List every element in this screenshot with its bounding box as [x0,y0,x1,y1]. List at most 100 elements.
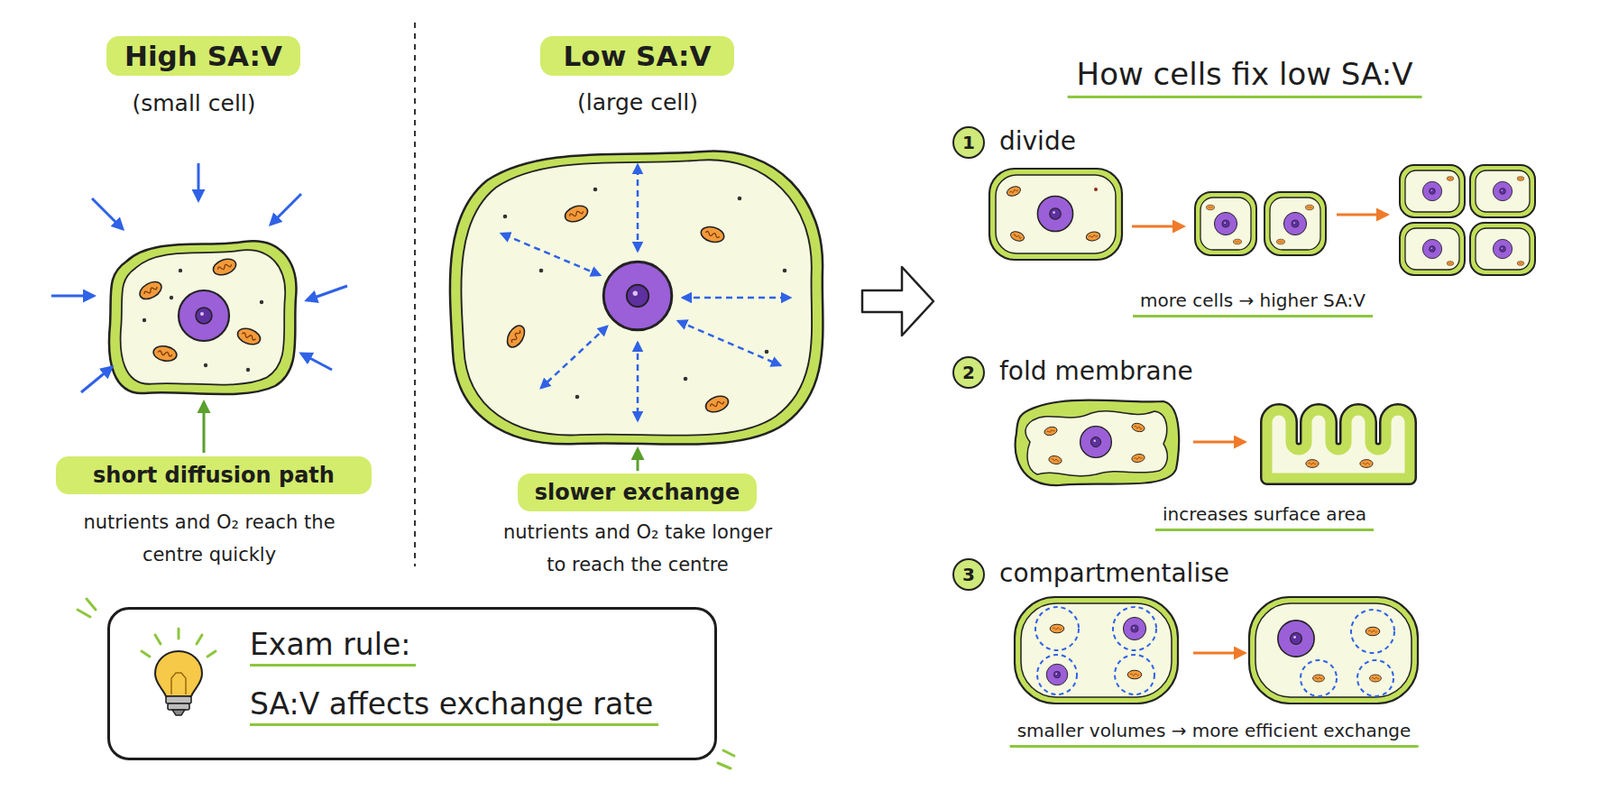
step-title: compartmentalise [999,558,1230,589]
diffusion-arrows [270,193,302,225]
diffusion-arrows [51,294,94,298]
dividing-cells [1422,239,1442,258]
dividing-cells [1264,192,1326,256]
large-cell [698,224,726,245]
slow-diffusion-arrows [636,165,640,251]
compartment-cells [1127,670,1142,680]
node-text: Exam rule: [249,625,416,667]
dividing-cells [1517,176,1525,182]
compartment-cells [1035,606,1079,651]
dividing-cells [989,165,1536,276]
large-cell [764,349,770,355]
small-cell [109,240,296,395]
lightbulb-icon [141,628,216,716]
section-heading: How cells fix low SA:V [1067,55,1423,99]
compartment-cells [1020,603,1172,698]
dividing-cells [1399,165,1465,218]
dividing-cells [1446,261,1454,267]
folded-membrane [1267,410,1410,479]
divider-line [413,22,416,567]
dividing-cells [1195,192,1257,256]
lightbulb-icon [207,651,216,657]
dividing-cells [1517,261,1525,267]
large-cell [504,322,529,351]
compartment-cells [1365,626,1380,636]
step-title: divide [999,126,1076,157]
compartment-cells [1035,606,1157,695]
large-cell [562,202,590,225]
compartment-cells [1300,609,1395,697]
node-text: 2 [962,363,975,382]
diffusion-arrows [306,285,348,301]
large-cell [460,159,812,436]
node-text: short diffusion path [92,462,335,488]
process-arrows [1336,213,1388,217]
folded-membrane [1267,410,1410,479]
dividing-cells [1269,197,1321,250]
node-text: SA:V affects exchange rate [249,685,659,727]
dividing-cells [995,174,1116,254]
slow-diffusion-arrows [501,233,600,276]
pointer-arrow [202,402,206,453]
description: nutrients and O₂ take longer to reach th… [491,515,785,581]
dividing-cells [1276,239,1285,245]
dividing-cells [1005,184,1022,198]
compartment-cells [1255,603,1412,698]
folded-membrane [1360,459,1373,469]
subtitle: (small cell) [131,90,256,117]
folding-cell [1043,425,1058,437]
slow-diffusion-arrows [678,321,781,366]
dividing-cells [1305,204,1314,211]
diffusion-arrows [51,163,348,393]
large-cell [782,268,788,274]
dividing-cells [1470,165,1536,218]
caption: increases surface area [1155,503,1374,532]
compartment-cells [1046,663,1068,686]
dividing-cells [1009,229,1026,243]
slow-diffusion-arrows [682,296,791,300]
subtitle: (large cell) [577,89,699,116]
small-cell [178,290,230,341]
dividing-cells [1475,228,1530,270]
decoration-ticks [723,750,735,756]
dividing-cells [1475,170,1530,212]
dividing-cells [1492,181,1512,201]
folding-cell [1025,411,1168,477]
small-cell [246,367,250,372]
highlight-label: High SA:V [106,36,301,76]
transition-arrow [862,266,934,336]
highlight-label: slower exchange [517,473,757,512]
compartment-cells [1278,620,1315,657]
highlight-label: Low SA:V [540,36,735,76]
compartment-cells [1037,654,1077,695]
folding-cell [1048,454,1063,465]
dividing-cells [1200,197,1251,250]
large-cell [575,395,580,400]
diffusion-arrows [301,353,332,370]
pointer-arrow [636,449,640,471]
folding-cell [1131,452,1146,463]
compartment-cells [1014,597,1178,704]
process-arrows [1131,225,1184,229]
dividing-cells [1446,176,1454,182]
decoration-ticks [77,609,91,617]
compartment-cells [1014,597,1418,704]
folded-membrane [1305,459,1319,469]
small-cell [152,344,178,363]
large-cell [603,261,672,331]
compartment-cells [1370,674,1382,682]
node-text: High SA:V [124,39,283,73]
dividing-cells [1037,195,1073,231]
slow-diffusion-arrows [541,326,607,388]
dividing-cells [1205,204,1214,211]
step-number: 2 [952,356,985,389]
decoration-ticks [86,598,96,610]
large-cell [593,187,598,193]
lightbulb-icon [196,634,203,644]
compartment-cells [1249,597,1418,704]
small-cell [137,278,166,304]
compartment-cells [1300,660,1337,697]
